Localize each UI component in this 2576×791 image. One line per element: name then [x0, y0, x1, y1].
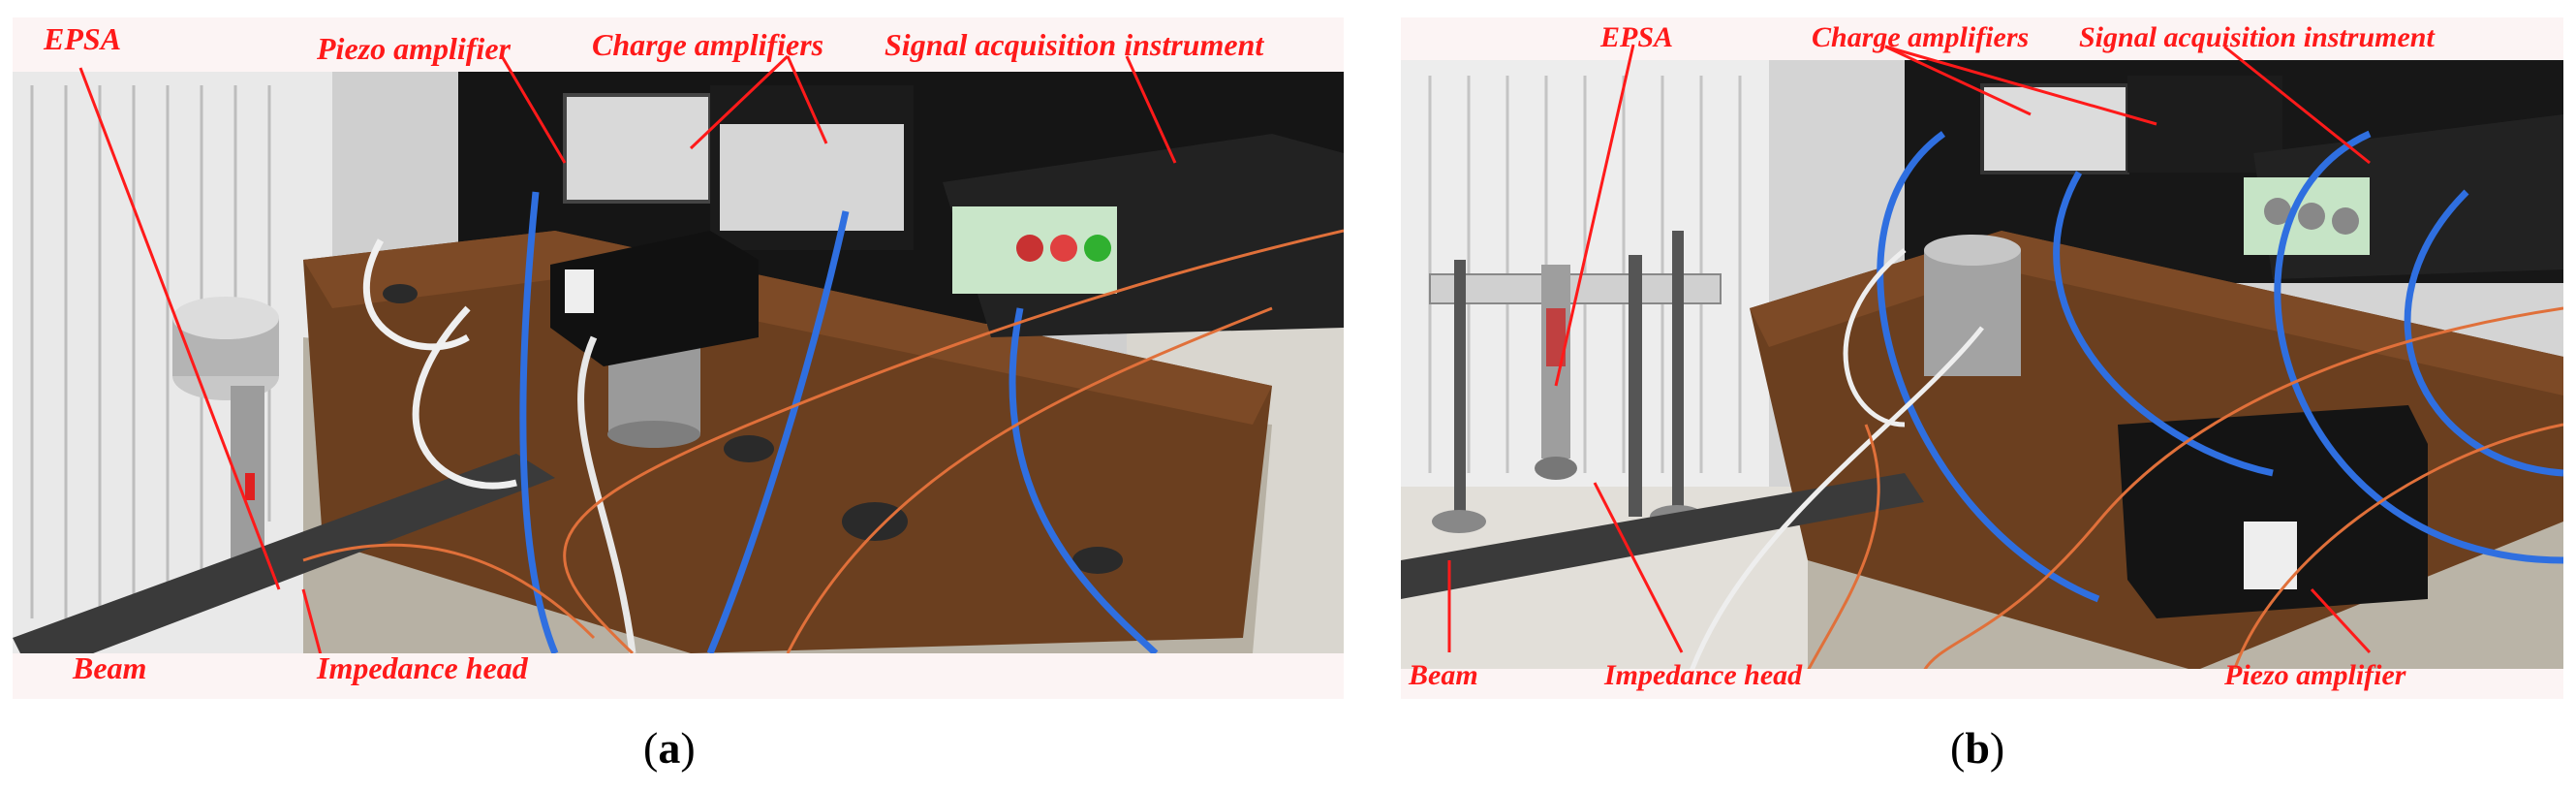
- label-impedance-head: Impedance head: [317, 650, 528, 685]
- experimental-setup-photo-b: [1401, 17, 2563, 699]
- label-signal-acquisition-instrument: Signal acquisition instrument: [2079, 21, 2435, 53]
- label-beam: Beam: [73, 650, 147, 685]
- caption-a: (a): [643, 723, 696, 773]
- label-impedance-head: Impedance head: [1604, 659, 1803, 691]
- label-signal-acquisition-instrument: Signal acquisition instrument: [885, 27, 1264, 62]
- caption-b: (b): [1950, 723, 2005, 773]
- label-epsa: EPSA: [1600, 21, 1674, 53]
- experimental-setup-photo-a: [13, 17, 1344, 699]
- photo-panel-a: EPSA Piezo amplifier Charge amplifiers S…: [13, 17, 1344, 699]
- label-piezo-amplifier: Piezo amplifier: [317, 31, 511, 66]
- label-epsa: EPSA: [44, 21, 122, 56]
- label-charge-amplifiers: Charge amplifiers: [592, 27, 824, 62]
- caption-b-letter: b: [1965, 723, 1990, 773]
- label-beam: Beam: [1409, 659, 1478, 691]
- caption-a-letter: a: [658, 723, 681, 773]
- label-piezo-amplifier: Piezo amplifier: [2224, 659, 2406, 691]
- label-charge-amplifiers: Charge amplifiers: [1812, 21, 2030, 53]
- photo-panel-b: EPSA Charge amplifiers Signal acquisitio…: [1401, 17, 2563, 699]
